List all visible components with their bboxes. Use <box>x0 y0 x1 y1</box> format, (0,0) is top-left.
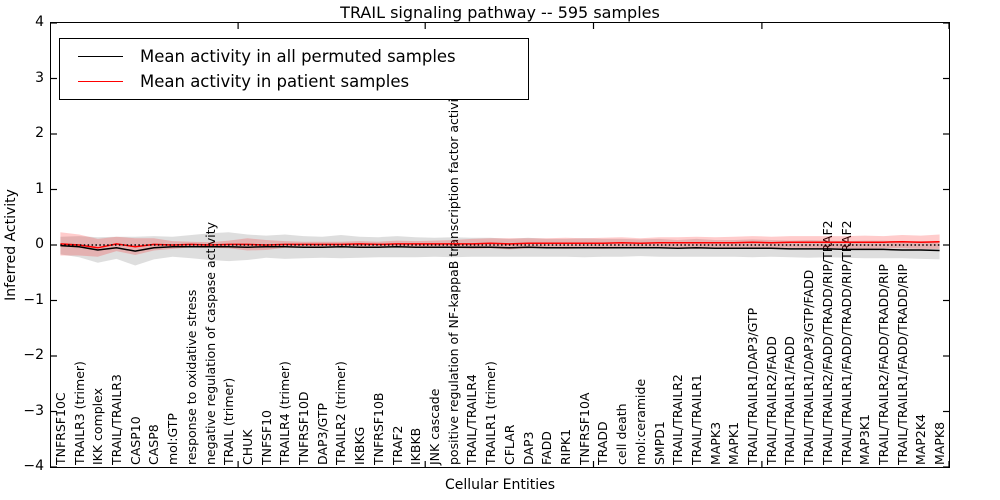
y-tick-label: 0 <box>35 236 44 252</box>
chart-canvas <box>51 23 949 467</box>
legend-label-patient: Mean activity in patient samples <box>140 72 410 91</box>
legend-entry-permuted: Mean activity in all permuted samples <box>78 44 528 69</box>
permuted-mean-line <box>60 244 940 252</box>
y-tick-label: 2 <box>35 125 44 141</box>
y-tick-label: 4 <box>35 14 44 30</box>
y-tick-label: 3 <box>35 69 44 86</box>
x-axis-label: Cellular Entities <box>444 477 556 493</box>
y-tick-label: −4 <box>23 458 44 474</box>
patient-line-swatch <box>78 81 123 82</box>
patient-mean-line <box>60 240 940 249</box>
y-tick-label: −2 <box>23 347 44 363</box>
y-tick-label: −1 <box>23 291 44 308</box>
legend: Mean activity in all permuted samples Me… <box>59 38 529 100</box>
legend-label-permuted: Mean activity in all permuted samples <box>140 47 456 66</box>
permuted-band <box>60 232 940 266</box>
y-tick-label: 1 <box>35 180 44 197</box>
permuted-line-swatch <box>78 56 123 57</box>
chart-title: TRAIL signaling pathway -- 595 samples <box>340 3 660 22</box>
legend-entry-patient: Mean activity in patient samples <box>78 69 528 94</box>
patient-band <box>60 232 940 257</box>
y-tick-label: −3 <box>23 402 44 419</box>
